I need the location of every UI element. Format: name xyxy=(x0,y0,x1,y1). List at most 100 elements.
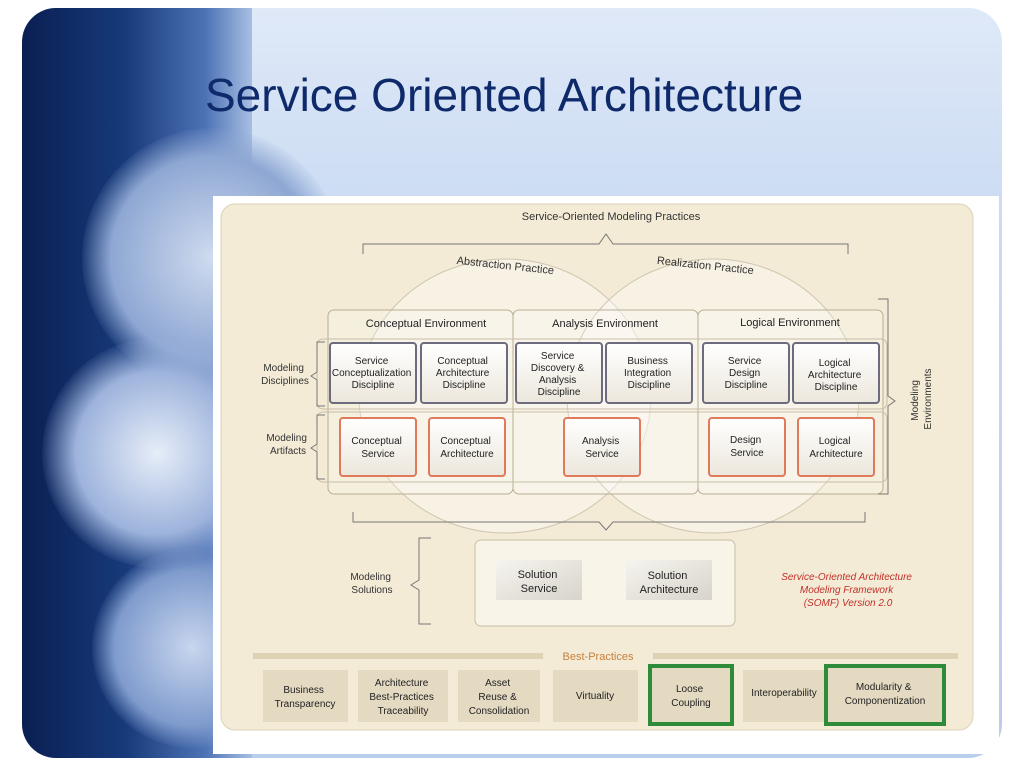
svg-text:Business Transparenc: Business Transparency xyxy=(275,685,336,710)
artifact-line: Logical xyxy=(819,436,851,447)
diagram-canvas: Service-Oriented Modeling Practices Abst… xyxy=(220,203,974,731)
svg-text:Virtuality: Virtuality xyxy=(576,691,614,702)
discipline-line: Conceptualization xyxy=(332,368,412,379)
svg-text:Loose Coupling: Loose Coupling xyxy=(671,684,710,709)
svg-text:Service Conceptualiz: Service Conceptualization Discipline xyxy=(332,356,414,391)
discipline-line: Service xyxy=(541,351,575,362)
solutions-brace xyxy=(410,537,431,625)
discipline-line: Conceptual xyxy=(437,356,488,367)
row-label-line: Modeling xyxy=(910,380,921,421)
svg-text:Modularity & Compone: Modularity & Componentization xyxy=(845,682,926,707)
disciplines-brace xyxy=(310,341,325,407)
svg-text:Design Service: Design Service xyxy=(730,435,764,459)
discipline-line: Discipline xyxy=(815,382,858,393)
artifacts-band xyxy=(316,411,888,483)
discipline-line: Integration xyxy=(624,368,671,379)
discipline-line: Analysis xyxy=(539,375,576,386)
logical-environment-label: Logical Environment xyxy=(740,317,840,329)
artifact-box: Design Service xyxy=(708,417,786,477)
slide-title: Service Oriented Architecture xyxy=(205,69,804,121)
discipline-line: Discovery & xyxy=(531,363,585,374)
diagram-panel: Service-Oriented Modeling Practices Abst… xyxy=(213,196,999,754)
best-practice-line: Virtuality xyxy=(576,691,614,702)
bottom-brace xyxy=(352,512,866,531)
artifact-line: Conceptual xyxy=(440,436,491,447)
best-practice-box: Interoperability xyxy=(743,670,825,722)
svg-text:Solution Architectur: Solution Architecture xyxy=(640,570,699,596)
best-practice-line: Traceability xyxy=(378,706,429,717)
best-practice-box: Asset Reuse & Consolidation xyxy=(458,670,540,722)
modeling-environments-label: Modeling Environments xyxy=(910,368,934,429)
modeling-disciplines-label: Modeling Disciplines xyxy=(261,363,309,387)
svg-text:Conceptual Architect: Conceptual Architecture xyxy=(440,436,494,460)
solution-line: Solution xyxy=(648,570,688,582)
discipline-box: Service Design Discipline xyxy=(702,342,790,404)
discipline-line: Design xyxy=(729,368,760,379)
top-brace xyxy=(362,233,849,254)
artifact-box: Conceptual Service xyxy=(339,417,417,477)
discipline-box: Service Discovery & Analysis Discipline xyxy=(515,342,603,404)
svg-text:Interoperability: Interoperability xyxy=(751,688,817,699)
solution-line: Solution xyxy=(518,569,558,581)
artifact-line: Design xyxy=(730,435,761,446)
best-practice-line: Loose xyxy=(676,684,704,695)
row-label-line: Solutions xyxy=(351,585,392,596)
discipline-box: Logical Architecture Discipline xyxy=(792,342,880,404)
svg-text:Service Discovery &: Service Discovery & Analysis Discipline xyxy=(531,351,587,398)
row-label-line: Modeling xyxy=(266,433,307,444)
artifact-line: Service xyxy=(361,449,395,460)
best-practice-line: Componentization xyxy=(845,696,926,707)
svg-text:Service Design: Service Design Discipline xyxy=(725,356,768,391)
best-practices-heading: Best-Practices xyxy=(563,651,634,663)
best-practice-line: Best-Practices xyxy=(369,692,433,703)
best-practice-box: Architecture Best-Practices Traceability xyxy=(358,670,448,722)
best-practice-line: Consolidation xyxy=(469,706,530,717)
artifact-line: Architecture xyxy=(809,449,863,460)
best-practice-line: Architecture xyxy=(375,678,429,689)
framework-note-line: Modeling Framework xyxy=(800,585,894,596)
row-label-line: Modeling xyxy=(263,363,304,374)
artifact-line: Analysis xyxy=(582,436,619,447)
modeling-solutions-label: Modeling Solutions xyxy=(350,572,393,596)
svg-text:Asset Reuse &: Asset Reuse & Consolidation xyxy=(469,678,530,717)
svg-text:Business Integration: Business Integration Discipline xyxy=(624,356,674,391)
artifact-box: Analysis Service xyxy=(563,417,641,477)
best-practice-line: Asset xyxy=(485,678,510,689)
discipline-line: Service xyxy=(728,356,762,367)
discipline-box: Conceptual Architecture Discipline xyxy=(420,342,508,404)
best-practice-box: Business Transparency xyxy=(263,670,348,722)
modeling-artifacts-label: Modeling Artifacts xyxy=(266,433,309,457)
row-label-line: Modeling xyxy=(350,572,391,583)
best-practice-line: Interoperability xyxy=(751,688,817,699)
best-practice-box-highlighted: Loose Coupling xyxy=(648,664,734,726)
artifact-line: Service xyxy=(730,448,764,459)
artifacts-brace xyxy=(310,414,325,480)
diagram-heading: Service-Oriented Modeling Practices xyxy=(522,211,701,223)
svg-text:Architecture Best-Pr: Architecture Best-Practices Traceability xyxy=(369,678,436,717)
svg-text:Logical Architecture: Logical Architecture xyxy=(809,436,863,460)
discipline-line: Logical xyxy=(819,358,851,369)
solution-line: Service xyxy=(521,583,558,595)
discipline-line: Business xyxy=(627,356,668,367)
svg-text:Logical Architecture: Logical Architecture Discipline xyxy=(808,358,864,393)
artifact-line: Conceptual xyxy=(351,436,402,447)
solution-line: Architecture xyxy=(640,584,699,596)
best-practice-box-highlighted: Modularity & Componentization xyxy=(824,664,946,726)
discipline-line: Architecture xyxy=(808,370,862,381)
discipline-line: Discipline xyxy=(725,380,768,391)
discipline-box: Business Integration Discipline xyxy=(605,342,693,404)
framework-note-line: (SOMF) Version 2.0 xyxy=(804,598,893,609)
conceptual-environment-label: Conceptual Environment xyxy=(366,318,486,330)
solution-box: Solution Service xyxy=(496,560,582,600)
artifact-box: Conceptual Architecture xyxy=(428,417,506,477)
discipline-line: Discipline xyxy=(628,380,671,391)
best-practice-box: Virtuality xyxy=(553,670,638,722)
svg-text:Conceptual Architect: Conceptual Architecture Discipline xyxy=(436,356,492,391)
row-label-line: Disciplines xyxy=(261,376,309,387)
artifact-box: Logical Architecture xyxy=(797,417,875,477)
discipline-line: Discipline xyxy=(443,380,486,391)
row-label-line: Environments xyxy=(923,368,934,429)
best-practice-line: Coupling xyxy=(671,698,710,709)
framework-note-line: Service-Oriented Architecture xyxy=(781,572,912,583)
